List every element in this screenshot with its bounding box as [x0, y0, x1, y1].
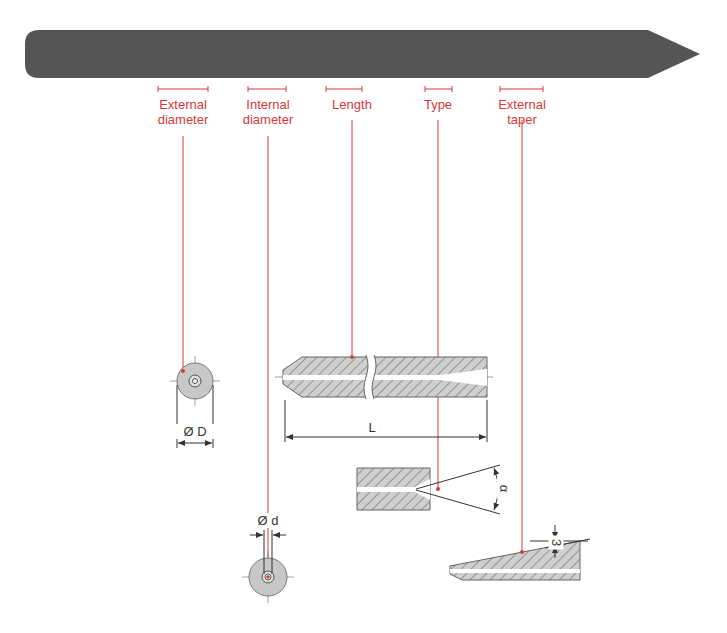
part-label: External diameter	[150, 97, 216, 127]
dimension-label: α	[497, 479, 512, 499]
part-label: Length	[322, 97, 382, 112]
dimension-label: Ø D	[175, 424, 215, 439]
dimension-label: Ø d	[252, 513, 284, 528]
dimension-label: L	[360, 420, 384, 435]
part-label: Internal diameter	[236, 97, 300, 127]
part-label: Type	[408, 97, 468, 112]
dimension-label: 3	[549, 536, 564, 550]
part-label: External taper	[491, 97, 553, 127]
